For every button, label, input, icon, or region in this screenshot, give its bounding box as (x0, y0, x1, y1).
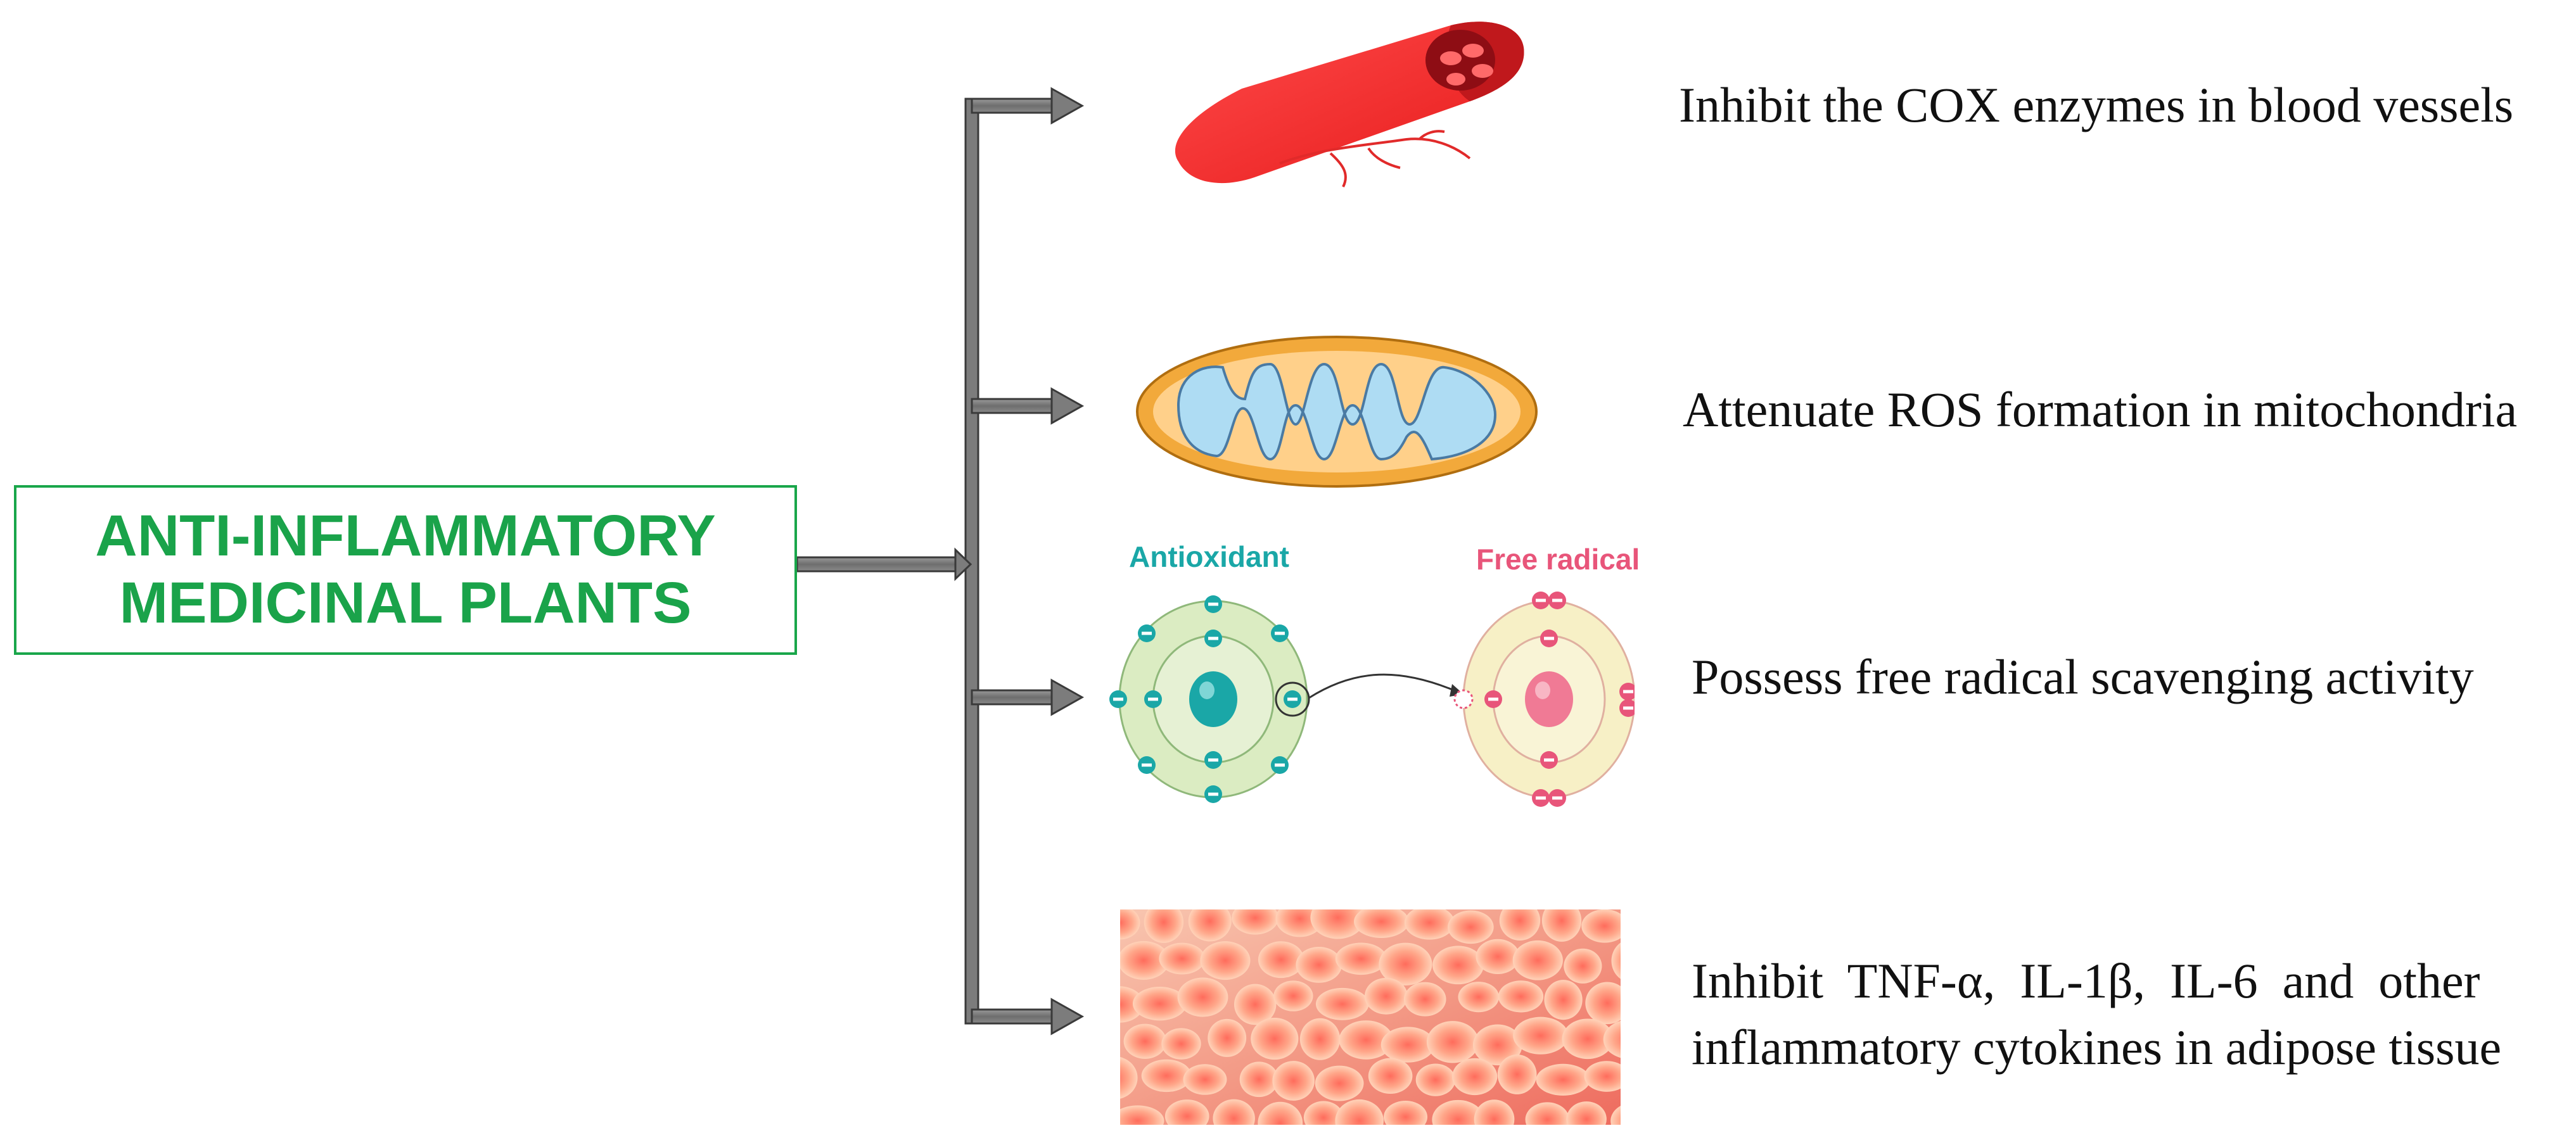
fat-cell (1404, 982, 1446, 1016)
fat-cell (1581, 909, 1621, 943)
fat-cell (1120, 940, 1170, 980)
fat-cell (1426, 1021, 1479, 1063)
fat-cell (1536, 1063, 1590, 1096)
fat-cell (1213, 1099, 1255, 1125)
fat-cell (1183, 1064, 1227, 1095)
fat-cell (1303, 1101, 1344, 1125)
fat-cell (1432, 946, 1484, 985)
fat-cell (1120, 1057, 1138, 1099)
fat-cell (1499, 909, 1541, 941)
fat-cell (1296, 947, 1342, 983)
fat-cell (1380, 1027, 1435, 1063)
fat-cell (1335, 1099, 1384, 1125)
fat-cell (1251, 1017, 1299, 1060)
fat-cell (1415, 1063, 1456, 1096)
fat-cell (1448, 910, 1494, 944)
fat-cell (1384, 1101, 1428, 1125)
fat-cell (1177, 977, 1228, 1017)
fat-cell (1566, 1101, 1607, 1125)
fat-cell (1123, 1023, 1167, 1059)
title-line-1: ANTI-INFLAMMATORY (95, 504, 716, 569)
antioxidant-label: Antioxidant (1129, 540, 1289, 573)
title-line-2: MEDICINAL PLANTS (119, 571, 692, 635)
title-box: ANTI-INFLAMMATORY MEDICINAL PLANTS (14, 485, 797, 655)
fat-cell (1164, 1099, 1209, 1125)
effect-text-4-line-1: Inhibit TNF-α, IL-1β, IL-6 and other (1692, 953, 2480, 1008)
fat-cell (1458, 982, 1500, 1013)
fat-cell (1273, 980, 1313, 1011)
fat-cell (1200, 941, 1251, 980)
fat-cell (1299, 1018, 1341, 1060)
free-radical-atom (1453, 592, 1635, 807)
blood-vessel-icon (1175, 22, 1524, 187)
fat-cell (1354, 909, 1409, 938)
main-arrow (796, 547, 972, 581)
fat-cell (1585, 982, 1621, 1025)
fat-cell (1188, 909, 1232, 942)
fat-cell (1258, 1101, 1303, 1125)
fat-cell (1315, 987, 1369, 1020)
branch-arrow-4 (971, 998, 1085, 1036)
fat-cell (1611, 942, 1621, 979)
effect-text-1: Inhibit the COX enzymes in blood vessels (1679, 77, 2514, 132)
fat-cell (1335, 942, 1387, 975)
fat-cell (1339, 1020, 1393, 1060)
antioxidant-atom (1109, 595, 1310, 803)
fat-cell (1159, 942, 1206, 975)
fat-cell (1512, 940, 1563, 980)
fat-cell (1584, 1061, 1621, 1092)
fat-cell (1234, 984, 1277, 1025)
antioxidant-free-radical-icon (1109, 592, 1635, 807)
fat-cell (1239, 1061, 1278, 1098)
fat-cell (1368, 1058, 1413, 1094)
fat-cell (1310, 909, 1365, 939)
mitochondria-icon (1136, 336, 1538, 488)
fat-cell (1144, 909, 1183, 943)
fat-cell (1132, 987, 1187, 1021)
fat-cell (1497, 1054, 1537, 1094)
effect-text-2: Attenuate ROS formation in mitochondria (1683, 382, 2518, 437)
fat-cell (1364, 977, 1408, 1015)
fat-cell (1603, 1020, 1621, 1058)
fat-cell (1379, 942, 1432, 985)
fat-cell (1141, 1059, 1192, 1092)
free-radical-label: Free radical (1476, 543, 1640, 576)
effect-text-4-line-2: inflammatory cytokines in adipose tissue (1692, 1020, 2502, 1075)
fat-cell (1544, 980, 1583, 1020)
fat-cell (1272, 1061, 1315, 1101)
fat-cell (1452, 1058, 1498, 1096)
fat-cell (1232, 909, 1279, 935)
fat-cell (1120, 1105, 1164, 1125)
fat-cell (1610, 1105, 1621, 1125)
fat-cell (1473, 1024, 1522, 1066)
branch-arrow-2 (971, 387, 1085, 425)
fat-cell (1404, 909, 1455, 940)
fat-cell (1525, 1102, 1569, 1125)
fat-cell (1161, 1028, 1201, 1060)
branch-arrow-1 (971, 87, 1085, 125)
fat-cell (1120, 909, 1140, 940)
fat-cell (1208, 1018, 1247, 1057)
fat-cell (1541, 909, 1582, 942)
fat-cell (1474, 1099, 1515, 1125)
effect-text-3: Possess free radical scavenging activity (1692, 649, 2474, 704)
fat-cell (1498, 980, 1544, 1013)
effect-text-4: Inhibit TNF-α, IL-1β, IL-6 and other inf… (1692, 947, 2501, 1081)
fat-cell (1513, 1016, 1569, 1054)
fat-cell (1258, 941, 1304, 978)
adipose-tissue-icon (1120, 909, 1621, 1125)
fat-cell (1315, 1065, 1364, 1101)
branch-arrow-3 (971, 678, 1085, 716)
fat-cell (1564, 948, 1602, 984)
fat-cell (1562, 1018, 1614, 1060)
fat-cell (1432, 1099, 1484, 1125)
fat-cell (1476, 939, 1520, 974)
